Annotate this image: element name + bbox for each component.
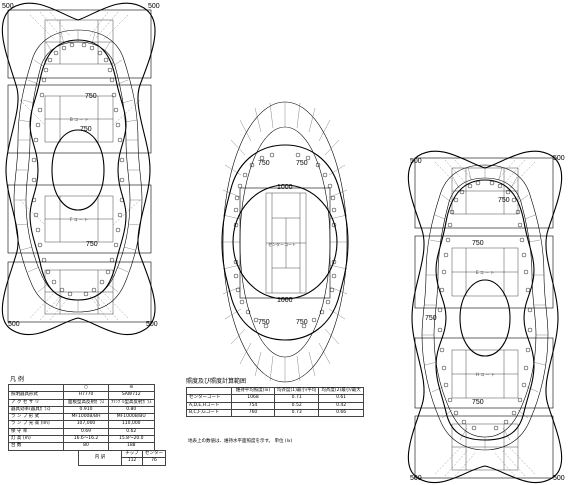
left-contour-750-inner	[51, 129, 105, 211]
label-right-500-tl: 500	[410, 158, 422, 165]
label-right-500-tr: 500	[553, 155, 565, 162]
label-center-court: センターコート	[268, 241, 296, 247]
label-court-e: E コ ー ト	[476, 270, 494, 275]
label-center-750-r: 750	[296, 160, 308, 167]
legend-breakdown-label: 内 訳	[78, 450, 122, 466]
label-left-500-bl: 500	[8, 321, 20, 328]
right-court-block-1	[414, 157, 554, 229]
label-center-750-l: 750	[258, 160, 270, 167]
label-right-750-a: 750	[498, 197, 510, 204]
left-court-block-4	[7, 261, 152, 323]
right-stand-outer	[421, 164, 549, 451]
label-right-500-bl: 500	[410, 475, 422, 482]
label-center-750-br: 750	[296, 319, 308, 326]
left-contour-500	[1, 2, 156, 336]
legend-breakdown-table: 内 訳 チップ センター 112 76	[78, 450, 166, 466]
left-contour-750	[29, 39, 127, 301]
calc-title: 照度及び照度計算範囲	[186, 378, 247, 385]
label-center-1000-top: 1000	[277, 184, 293, 191]
right-court-block-2	[414, 235, 554, 309]
label-right-750-d: 750	[472, 399, 484, 406]
right-contour-500	[407, 150, 563, 484]
left-court-block-1	[7, 9, 152, 79]
label-right-500-br: 500	[553, 475, 565, 482]
label-center-750-bl: 750	[258, 319, 270, 326]
left-court-block-3	[7, 184, 152, 254]
center-contour-750	[221, 144, 349, 341]
right-court-block-4	[414, 415, 554, 479]
right-contour-750-inner	[459, 279, 511, 357]
legend-col-a: ○	[63, 383, 109, 393]
table-row: ア ク セ サ リ面板型高反射ｶﾞﾗｽﾌｧﾝﾌﾞﾙ型高反射ｶﾞﾗｽ	[8, 398, 155, 407]
label-right-750-c: 750	[425, 315, 437, 322]
label-left-500-br: 500	[146, 321, 158, 328]
label-right-750-b: 750	[472, 240, 484, 247]
right-court-block-3	[414, 337, 554, 409]
label-court-f: F コ ー ト	[70, 217, 88, 222]
label-left-500-tl: 500	[2, 3, 14, 10]
legend-title: 凡 例	[10, 376, 24, 383]
left-stand-inner	[25, 41, 131, 301]
calc-table: 維持平均照度(lx) 均斉度(1)最小/平均 均斉度(2)最小/最大 センターコ…	[186, 386, 364, 418]
label-left-500-tr: 500	[148, 3, 160, 10]
label-left-750-top: 750	[85, 93, 97, 100]
label-court-b: B コ ー ト	[70, 117, 89, 122]
label-left-750-low: 750	[86, 241, 98, 248]
label-center-1000-bot: 1000	[277, 297, 293, 304]
left-court-block-2	[7, 84, 152, 154]
center-contour-1000	[232, 184, 338, 300]
note-text: 地表上の数値は、維持水平面照度を示す。 単位 (lx)	[188, 439, 293, 444]
legend-col-b: ⊖	[108, 383, 155, 393]
right-contour-750	[435, 179, 535, 441]
calc-block: 照度及び照度計算範囲 維持平均照度(lx) 均斉度(1)最小/平均 均斉度(2)…	[186, 378, 364, 418]
label-court-h: H コ ー ト	[476, 372, 495, 377]
label-left-750-mid: 750	[80, 126, 92, 133]
center-court-surround	[239, 187, 331, 299]
